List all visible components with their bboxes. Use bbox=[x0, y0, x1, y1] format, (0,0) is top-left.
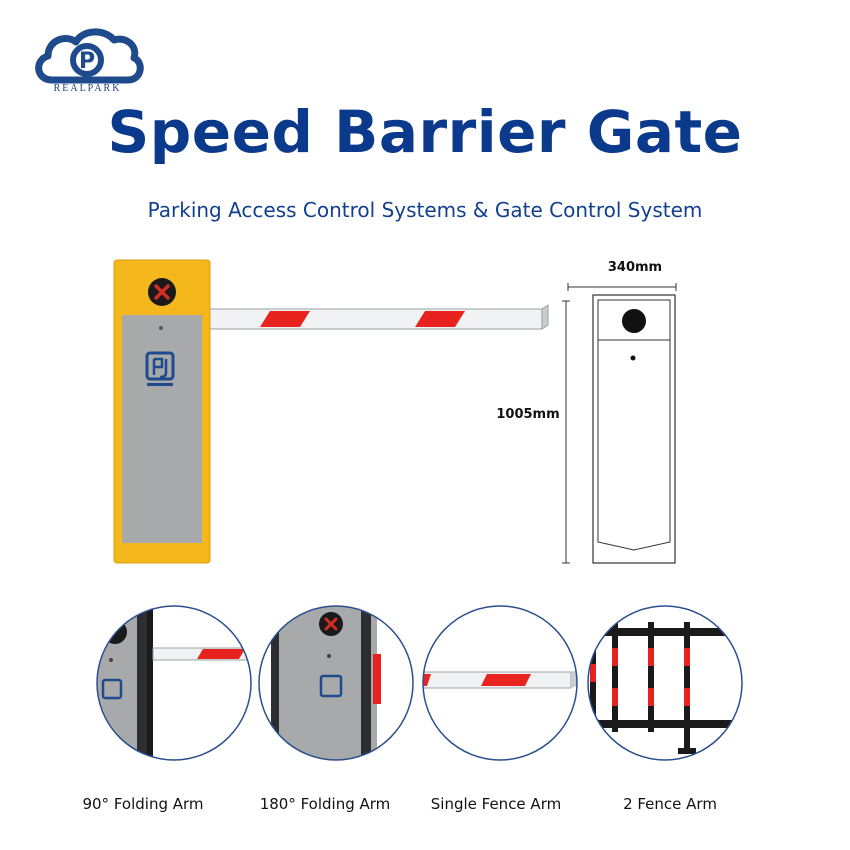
side-view-drawing bbox=[562, 283, 677, 564]
arm-type-label-90-folding: 90° Folding Arm bbox=[82, 795, 204, 813]
arm-type-single-fence-image bbox=[422, 605, 578, 761]
arm-type-label-single-fence: Single Fence Arm bbox=[430, 795, 562, 813]
arm-type-90-folding-image bbox=[96, 605, 252, 761]
stop-light-icon bbox=[148, 278, 176, 306]
key-lock bbox=[159, 326, 163, 330]
logo-letter: P bbox=[79, 49, 95, 74]
page-title: Speed Barrier Gate bbox=[107, 98, 743, 166]
height-dimension-label: 1005mm bbox=[496, 407, 560, 422]
arm-type-label-180-folding: 180° Folding Arm bbox=[259, 795, 391, 813]
cabinet-logo-icon bbox=[145, 351, 175, 386]
width-dimension-label: 340mm bbox=[607, 260, 663, 275]
realpark-logo: P bbox=[35, 28, 144, 84]
arm-type-label-2-fence: 2 Fence Arm bbox=[623, 795, 717, 813]
page-subtitle: Parking Access Control Systems & Gate Co… bbox=[147, 198, 703, 222]
arm-type-2-fence-image bbox=[587, 605, 743, 761]
barrier-arm bbox=[207, 304, 549, 330]
gate-cabinet bbox=[113, 259, 211, 564]
brand-name: REALPARK bbox=[53, 83, 122, 94]
arm-type-180-folding-image bbox=[258, 605, 414, 761]
barrier-gate-illustration bbox=[113, 259, 549, 564]
